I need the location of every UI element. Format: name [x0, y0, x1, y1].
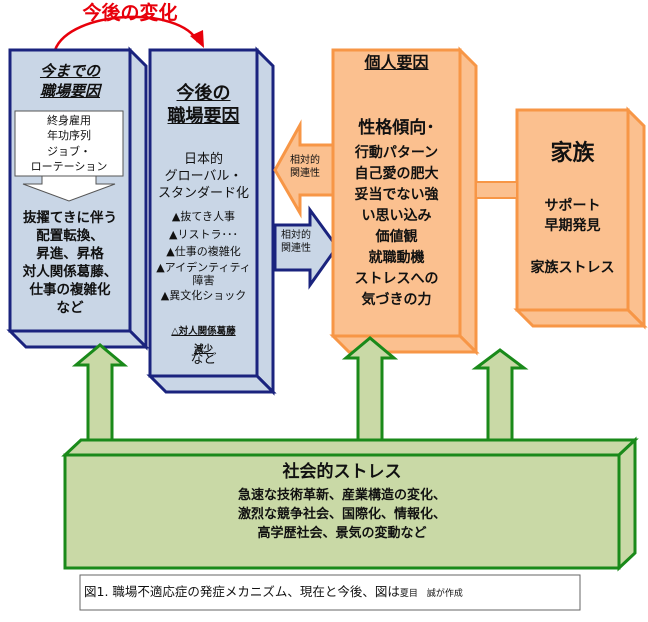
personal-lines: 行動パターン自己愛の肥大妥当でない強い思い込み価値観就職動機ストレスへの気づきの… [333, 143, 460, 311]
future-title: 今後の職場要因 [150, 82, 257, 129]
social-title: 社会的ストレス [282, 462, 402, 482]
family-lines: サポート早期発見 [517, 197, 628, 236]
future-line: 日本的 [183, 152, 223, 167]
future-title-1: 今後の [176, 83, 231, 104]
future-item: ▲異文化ショック [160, 289, 247, 303]
caption-box [79, 574, 581, 611]
label-line: 関連性 [281, 242, 311, 254]
social-line: 急速な技術革新、産業構造の変化、 [237, 488, 446, 503]
effect-line: 配置転換、 [36, 227, 104, 244]
inner-line: 年功序列 [47, 129, 91, 143]
caption-author: 夏目 誠が作成 [399, 589, 463, 599]
past-title-1: 今までの [39, 62, 100, 80]
caption: 図1. 職場不適応症の発症メカニズム、現在と今後、図は夏目 誠が作成 [84, 584, 579, 600]
effect-line: など [56, 299, 84, 316]
personal-line: い思い込み [361, 208, 432, 224]
family-box-shape [513, 106, 648, 330]
social-line: 激烈な競争社会、国際化、情報化、 [237, 506, 446, 522]
effect-line: 仕事の複雑化 [29, 281, 111, 298]
personal-line: 気づきの力 [361, 292, 432, 308]
blue-arrow-label: 相対的関連性 [276, 230, 316, 255]
family-line: 早期発見 [544, 217, 601, 234]
green-arrow-2 [341, 336, 399, 457]
future-note-1: △対人関係葛藤 [171, 326, 236, 337]
personal-line: 行動パターン [354, 145, 439, 161]
blue-arrow-right [273, 205, 339, 290]
family-connector [475, 181, 518, 199]
personal-title: 個人要因 [364, 53, 429, 72]
label-line: 関連性 [290, 167, 320, 179]
change-arrow [53, 15, 200, 51]
personal-line: 自己愛の肥大 [354, 166, 439, 182]
personal-line: 価値観 [375, 229, 418, 245]
personal-line: 就職動機 [368, 250, 425, 266]
future-item: ▲リストラ･･･ [169, 227, 238, 241]
change-arrowhead [190, 30, 204, 48]
past-title-2: 職場要因 [39, 81, 100, 100]
past-title: 今までの職場要因 [10, 62, 130, 101]
family-line: サポート [544, 198, 601, 214]
label-line: 相対的 [281, 230, 311, 241]
future-item: ▲アイデンティティ [156, 260, 251, 274]
social-lines: 急速な技術革新、産業構造の変化、激烈な競争社会、国際化、情報化、高学歴社会、景気… [65, 487, 619, 544]
label-line: 相対的 [290, 155, 320, 166]
effect-line: 抜擢てきに伴う [22, 210, 118, 226]
future-item: 障害 [192, 273, 215, 287]
caption-main: 図1. 職場不適応症の発症メカニズム、現在と今後、図は [84, 584, 400, 599]
effect-line: 昇進、昇格 [36, 245, 104, 262]
personal-line: 妥当でない強 [354, 187, 439, 203]
personal-heading: 性格傾向･ [358, 118, 435, 138]
past-inner-text: 終身雇用年功序列ジョブ・ローテーション [15, 113, 123, 175]
down-arrow [22, 175, 116, 202]
inner-line: ローテーション [30, 160, 108, 174]
social-box-shape [61, 436, 639, 572]
future-title-2: 職場要因 [167, 106, 240, 128]
future-item: ▲抜てき人事 [171, 210, 236, 223]
orange-arrow-left [273, 119, 337, 219]
family-title: 家族 [550, 141, 595, 166]
inner-line: ジョブ・ [47, 144, 91, 158]
future-box-shape [146, 46, 277, 396]
future-note-2: 減少 [193, 344, 213, 356]
future-items: ▲抜てき人事 ▲リストラ･･･ ▲仕事の複雑化▲アイデンティティ障害 ▲異文化ショック [148, 208, 259, 305]
past-inner-box [14, 110, 124, 177]
personal-line: ストレスへの [354, 271, 439, 287]
future-item: ▲仕事の複雑化 [166, 245, 241, 259]
future-etc: など [190, 352, 217, 367]
future-note: △対人関係葛藤減少 [150, 323, 257, 359]
change-label: 今後の変化 [82, 2, 178, 24]
past-effects: 抜擢てきに伴う配置転換、昇進、昇格対人関係葛藤、仕事の複雑化など [10, 210, 130, 318]
inner-line: 終身雇用 [47, 114, 91, 127]
future-lines: 日本的グローバル・スタンダード化 [150, 152, 257, 203]
future-line: グローバル・ [164, 168, 243, 184]
future-line: スタンダード化 [157, 185, 249, 201]
family-stress: 家族ストレス [530, 260, 615, 276]
personal-box-shape [329, 46, 480, 356]
social-line: 高学歴社会、景気の変動など [257, 525, 427, 541]
effect-line: 対人関係葛藤、 [22, 263, 118, 280]
orange-arrow-label: 相対的関連性 [280, 155, 330, 180]
